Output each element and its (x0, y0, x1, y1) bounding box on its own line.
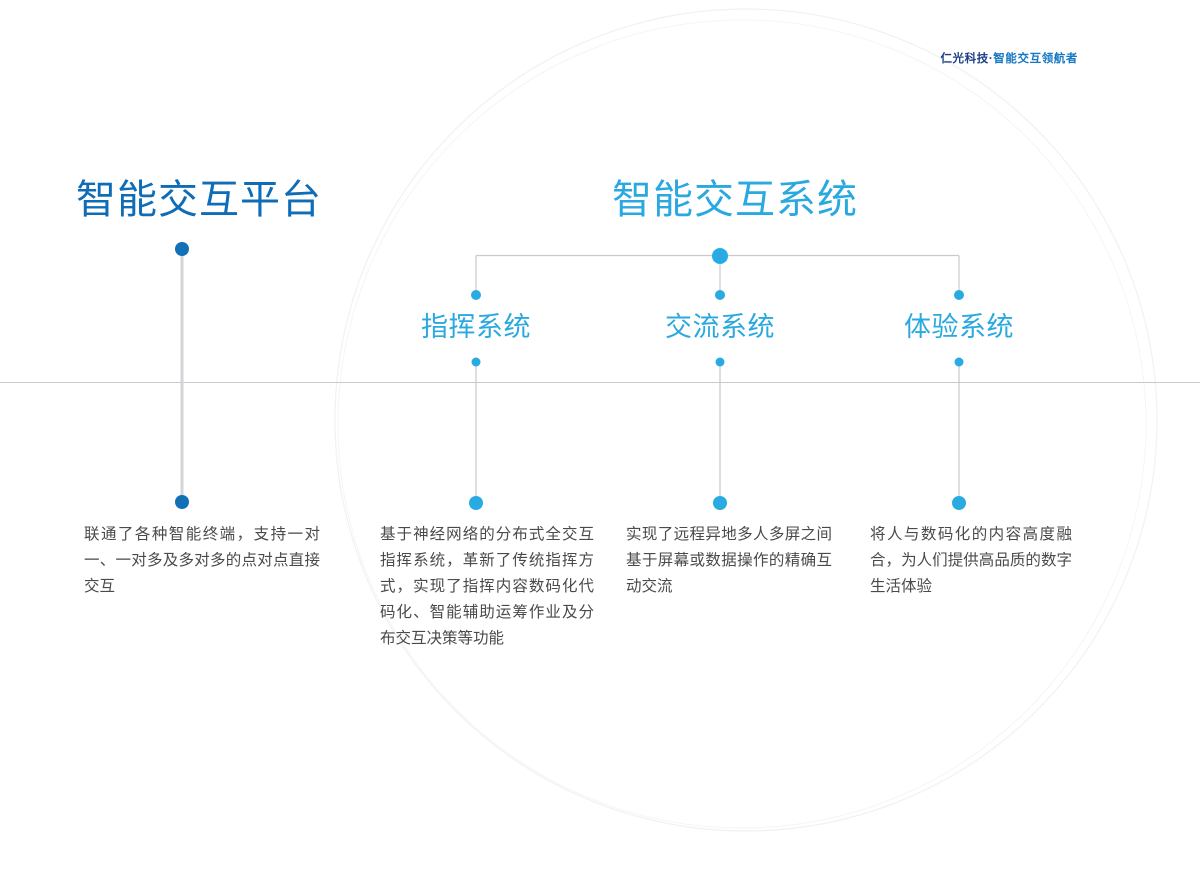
node-dot-platform-bottom (175, 495, 189, 509)
node-dot-communication-top (715, 290, 725, 300)
brand-separator: · (988, 53, 994, 65)
decorative-circle-outline-inner (337, 19, 1147, 829)
title-intelligent-interaction-system: 智能交互系统 (612, 178, 858, 222)
brand-company-name: 仁光科技 (940, 53, 989, 65)
node-dot-experience-bottom (952, 496, 966, 510)
description-experience-system: 将人与数码化的内容高度融合，为人们提供高品质的数字生活体验 (870, 526, 1072, 595)
description-communication-system: 实现了远程异地多人多屏之间基于屏幕或数据操作的精确互动交流 (626, 526, 832, 595)
node-dot-experience-top (954, 290, 964, 300)
description-platform: 联通了各种智能终端，支持一对一、一对多及多对多的点对点直接交互 (84, 526, 320, 595)
node-dot-experience-mid (954, 357, 964, 367)
node-dot-system-root (712, 248, 728, 264)
brand-tagline: 仁光科技·智能交互领航者 (940, 53, 1078, 66)
subsystem-label-experience: 体验系统 (904, 312, 1014, 342)
node-dot-platform-top (175, 242, 189, 256)
node-dot-command-bottom (469, 496, 483, 510)
title-intelligent-interaction-platform: 智能交互平台 (76, 178, 322, 222)
node-dot-communication-mid (715, 357, 725, 367)
subsystem-label-communication: 交流系统 (665, 312, 775, 342)
decorative-circle-outline (334, 8, 1158, 832)
node-dot-command-mid (471, 357, 481, 367)
node-dot-communication-bottom (713, 496, 727, 510)
brand-slogan: 智能交互领航者 (993, 53, 1078, 65)
description-command-system: 基于神经网络的分布式全交互指挥系统，革新了传统指挥方式，实现了指挥内容数码化代码… (380, 526, 594, 647)
node-dot-command-top (471, 290, 481, 300)
subsystem-label-command: 指挥系统 (421, 312, 531, 342)
